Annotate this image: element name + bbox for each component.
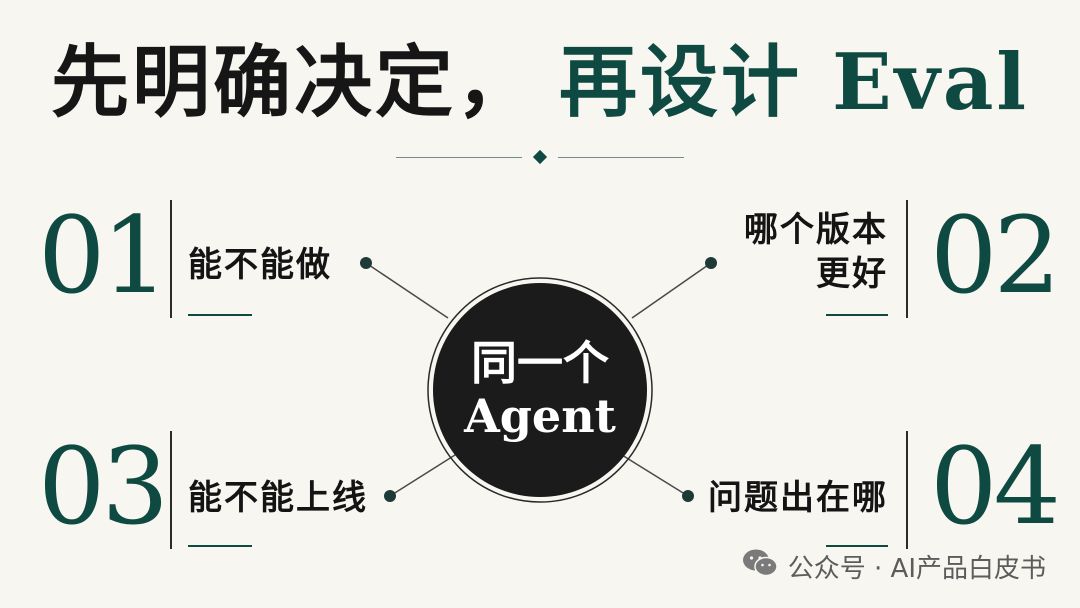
connector-dot-04: [682, 490, 694, 502]
item-underline-03: [188, 545, 252, 547]
title-divider-left: [396, 157, 522, 158]
watermark-text: 公众号 · AI产品白皮书: [787, 554, 1046, 584]
center-ring: [427, 277, 653, 503]
center-agent-circle: 同一个 Agent: [433, 283, 647, 497]
item-divider-04: [906, 431, 908, 549]
item-underline-01: [188, 314, 252, 316]
connector-dot-03: [384, 490, 396, 502]
item-label-01: 能不能做: [188, 245, 332, 285]
connector-line-02: [631, 262, 712, 319]
item-label-04: 问题出在哪: [708, 478, 888, 518]
center-line2: Agent: [464, 389, 616, 443]
item-label-02: 哪个版本 更好: [700, 208, 888, 296]
title-divider-right: [558, 157, 684, 158]
page-title: 先明确决定，再设计 Eval: [0, 42, 1080, 124]
watermark: 公众号 · AI产品白皮书: [742, 548, 1046, 585]
connector-dot-01: [360, 257, 372, 269]
connector-dot-02: [705, 257, 717, 269]
item-divider-02: [906, 200, 908, 318]
connector-line-03: [389, 454, 456, 497]
item-number-03: 03: [38, 425, 169, 548]
item-divider-01: [170, 200, 172, 318]
title-part1: 先明确决定，: [50, 37, 537, 128]
item-label-03: 能不能上线: [188, 478, 368, 518]
item-underline-02: [826, 314, 888, 316]
item-divider-03: [170, 431, 172, 549]
item-number-01: 01: [38, 194, 169, 317]
item-number-02: 02: [930, 194, 1061, 317]
center-line1: 同一个: [471, 336, 609, 391]
title-part2: 再设计 Eval: [558, 37, 1030, 128]
connector-line-04: [621, 454, 689, 497]
connector-line-01: [365, 262, 449, 319]
item-label-02-line2: 更好: [816, 254, 888, 294]
item-label-02-line1: 哪个版本: [744, 210, 888, 250]
item-number-04: 04: [930, 425, 1061, 548]
item-underline-04: [826, 545, 888, 547]
wechat-icon: [742, 548, 778, 585]
